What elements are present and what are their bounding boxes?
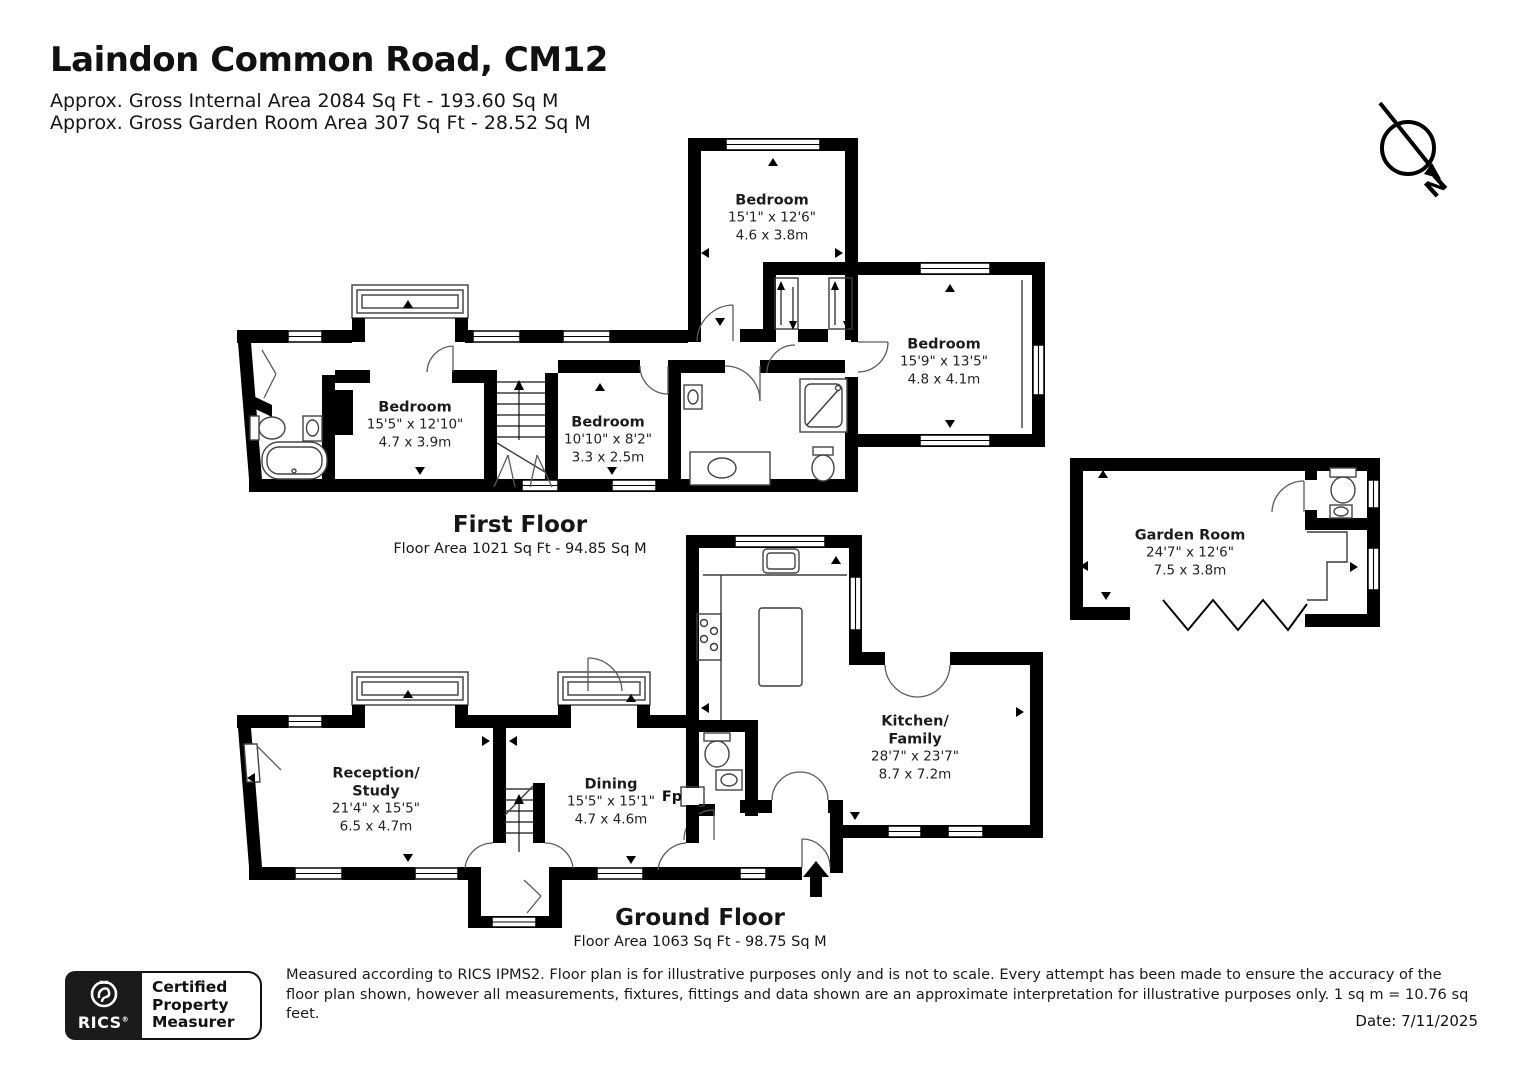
- entrance-arrow-icon: [803, 861, 829, 897]
- rics-badge: RICS® Certified Property Measurer: [65, 971, 262, 1040]
- bathtub-icon: [261, 441, 328, 480]
- stairs-ground-floor-icon: [504, 783, 545, 852]
- room-label-bedroom-left: Bedroom 15'5" x 12'10" 4.7 x 3.9m: [366, 399, 464, 451]
- room-label-bedroom-top: Bedroom 15'1" x 12'6" 4.6 x 3.8m: [728, 192, 816, 244]
- garden-room-plan: [1070, 458, 1380, 632]
- toilet-icon: [811, 446, 835, 482]
- date-label: Date: 7/11/2025: [1355, 1012, 1478, 1030]
- sink-icon: [715, 769, 743, 791]
- first-floor-plan: [237, 138, 1045, 492]
- bay-window-first-floor: [351, 284, 469, 342]
- gross-garden-room-area: Approx. Gross Garden Room Area 307 Sq Ft…: [50, 112, 591, 134]
- porch: [468, 867, 562, 928]
- kitchen-sink-icon: [762, 548, 800, 574]
- rics-lion-crest-icon: [90, 980, 117, 1008]
- first-floor-caption: First Floor Floor Area 1021 Sq Ft - 94.8…: [393, 512, 647, 557]
- vanity-basin-icon: [689, 451, 771, 486]
- room-label-bedroom-right: Bedroom 15'9" x 13'5" 4.8 x 4.1m: [900, 336, 988, 388]
- toilet-icon: [249, 415, 286, 441]
- sink-icon: [1329, 504, 1353, 519]
- bay-window-reception: [351, 671, 469, 728]
- rics-certification: Certified Property Measurer: [142, 971, 262, 1040]
- disclaimer-text: Measured according to RICS IPMS2. Floor …: [286, 966, 1469, 1023]
- room-label-dining: Dining 15'5" x 15'1" 4.7 x 4.6m: [567, 776, 655, 828]
- sink-icon: [683, 384, 703, 410]
- rics-org-name: RICS®: [77, 1013, 130, 1032]
- room-label-reception-study: Reception/ Study 21'4" x 15'5" 6.5 x 4.7…: [332, 765, 420, 835]
- page-title: Laindon Common Road, CM12: [50, 40, 608, 80]
- stairs-first-floor-icon: [493, 380, 553, 488]
- north-compass-icon: N: [1378, 101, 1453, 203]
- hob-icon: [696, 613, 722, 661]
- rics-logo: RICS®: [65, 971, 142, 1040]
- toilet-icon: [703, 732, 731, 768]
- shower-icon: [799, 378, 848, 433]
- room-label-kitchen-family: Kitchen/ Family 28'7" x 23'7" 8.7 x 7.2m: [871, 713, 959, 783]
- kitchen-island: [758, 607, 803, 687]
- fireplace-label: Fp: [661, 789, 683, 805]
- loft-stairs-icon: [774, 277, 853, 330]
- sink-icon: [302, 415, 323, 442]
- gross-internal-area: Approx. Gross Internal Area 2084 Sq Ft -…: [50, 90, 559, 112]
- toilet-icon: [1329, 467, 1357, 504]
- room-label-bedroom-middle: Bedroom 10'10" x 8'2" 3.3 x 2.5m: [564, 414, 652, 466]
- ground-floor-plan: [237, 535, 1043, 928]
- room-label-garden-room: Garden Room 24'7" x 12'6" 7.5 x 3.8m: [1134, 527, 1246, 579]
- svg-text:N: N: [1419, 169, 1453, 203]
- ground-floor-caption: Ground Floor Floor Area 1063 Sq Ft - 98.…: [573, 905, 827, 950]
- bay-window-dining: [557, 671, 651, 728]
